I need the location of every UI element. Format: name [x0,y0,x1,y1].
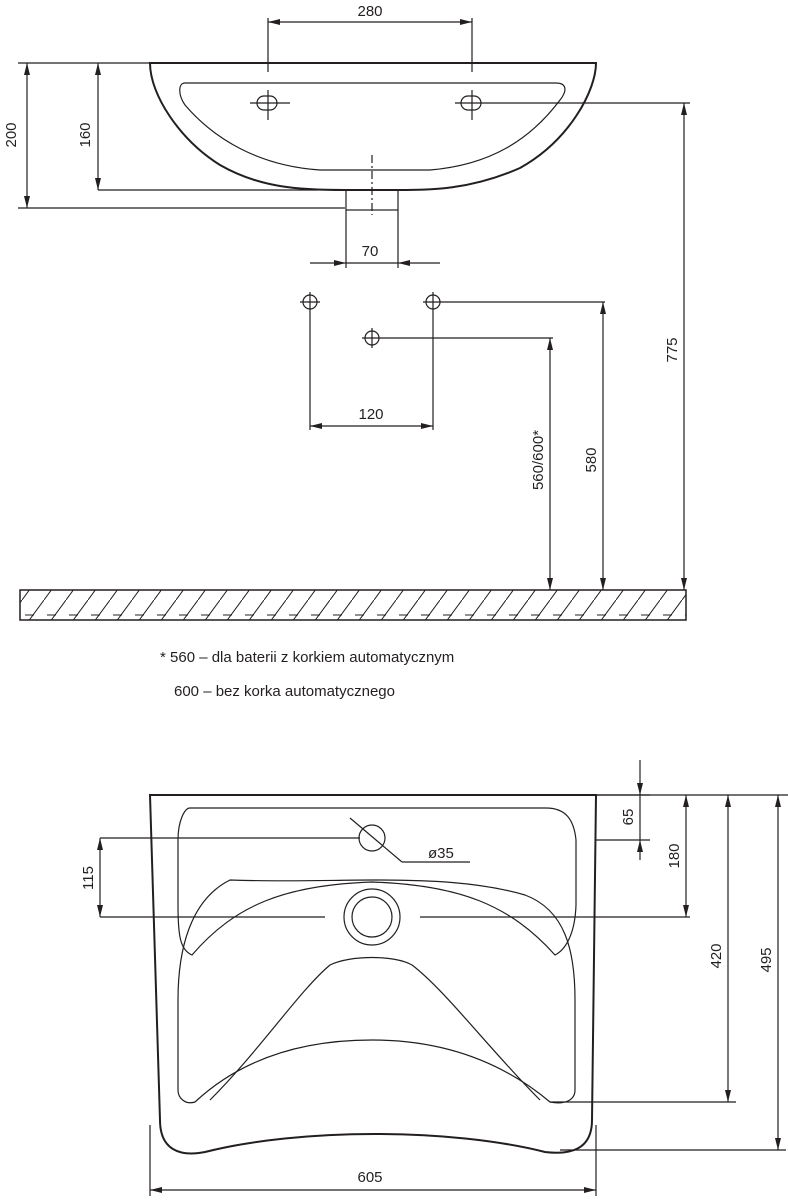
wall-hole-left [300,292,320,430]
tap-hole-plan [100,817,403,863]
drain-plan [100,888,690,946]
dim-tap-offset: 65 [620,809,637,826]
note-line-2: 600 – bez korka automatycznego [174,683,395,700]
dim-height-tap: 560/600* [530,430,547,490]
basin-outline [148,62,598,191]
elevation-view: 280 200 160 70 [3,3,690,621]
plan-view: ø35 115 65 180 420 495 [80,760,788,1196]
floor-hatch [19,589,687,621]
note-line-1: * 560 – dla baterii z korkiem automatycz… [160,649,454,666]
dim-depth-total: 495 [758,947,775,972]
dim-height-holes: 580 [583,447,600,472]
dim-width: 605 [357,1169,382,1186]
tap-hole-left [250,90,290,120]
dim-height-total: 200 [3,122,20,147]
basin-inner-rim [179,82,566,171]
dim-depth-inner: 420 [708,943,725,968]
wall-hole-right [423,292,605,430]
plan-inner-rim [177,807,577,956]
dim-height-wall: 775 [664,337,681,362]
dim-drain-width: 70 [362,243,379,260]
wall-hole-center [362,328,553,348]
dim-tap-spacing: 280 [357,3,382,20]
plan-outline [148,794,598,1155]
tap-hole-right [455,90,690,120]
plan-bowl [177,879,576,1104]
dim-hole-spacing: 120 [358,406,383,423]
dim-drain-from-top: 180 [666,843,683,868]
dim-tap-hole-diameter: ø35 [428,845,454,862]
dim-height-bowl: 160 [77,122,94,147]
dim-drain-from-edge: 115 [80,866,97,890]
plan-bowl-wedge [209,956,541,1101]
